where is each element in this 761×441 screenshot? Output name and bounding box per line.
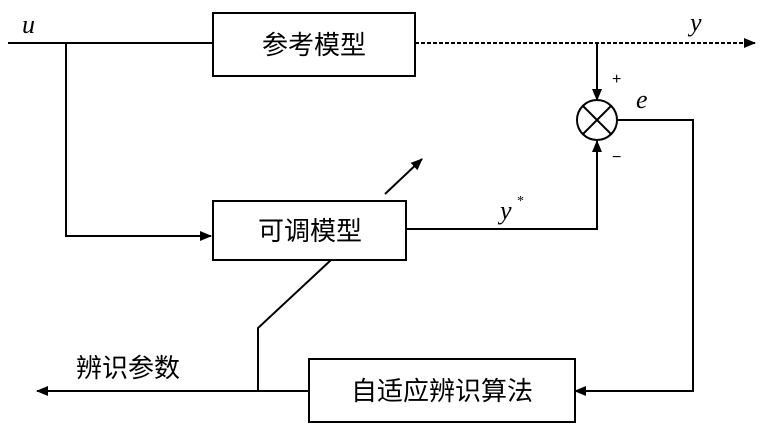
adaptive-algorithm-label: 自适应辨识算法 (351, 377, 533, 407)
input-label: u (22, 10, 35, 39)
reference-model-label: 参考模型 (262, 31, 366, 61)
parameter-adjust-line (257, 259, 332, 391)
summing-junction (576, 99, 618, 141)
identified-parameters-label: 辨识参数 (76, 354, 180, 384)
minus-sign: − (612, 149, 621, 166)
input-branch-line (65, 43, 212, 241)
parameter-adjust-arrow (384, 158, 423, 195)
model-output-superscript: * (517, 194, 524, 209)
adjustable-model-label: 可调模型 (258, 217, 362, 247)
model-output-label: y (497, 196, 512, 225)
reference-model-block (212, 12, 416, 77)
adjustable-model-block (212, 200, 407, 261)
output-label: y (687, 8, 702, 37)
plus-sign: + (612, 71, 621, 88)
error-line (574, 119, 694, 396)
model-output-line (406, 140, 602, 230)
error-label: e (636, 85, 648, 114)
